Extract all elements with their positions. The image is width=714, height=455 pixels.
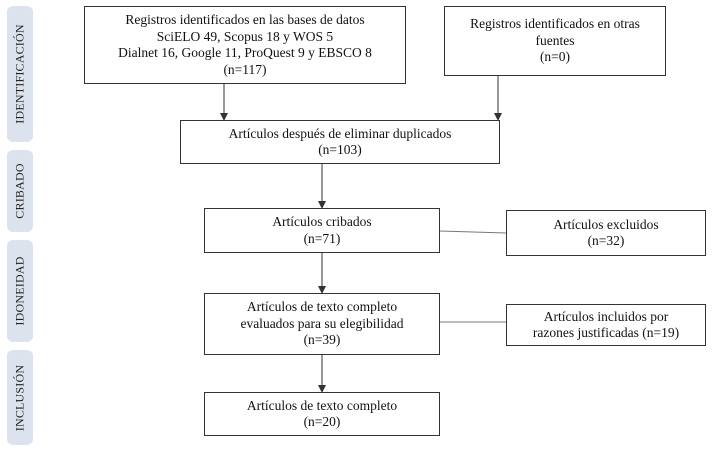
phase-inclusion: INCLUSIÓN	[7, 350, 33, 445]
box-included-justified-line-1: Artículos incluidos por	[543, 308, 669, 324]
box-fulltext-included: Artículos de texto completo (n=20)	[204, 392, 440, 436]
box-excluded-line-2: (n=32)	[587, 233, 625, 248]
box-other-sources: Registros identificados en otras fuentes…	[444, 6, 666, 76]
phase-identificacion: IDENTIFICACIÓN	[7, 6, 33, 142]
box-included-justified-line-2: razones justificadas (n=19)	[532, 325, 680, 340]
box-fulltext-included-line-1: Artículos de texto completo	[246, 397, 398, 413]
box-database-records: Registros identificados en las bases de …	[84, 6, 406, 84]
phase-cribado: CRIBADO	[7, 150, 33, 232]
box-fulltext-assessed: Artículos de texto completo evaluados pa…	[204, 293, 440, 355]
box-other-sources-line-3: (n=0)	[539, 49, 571, 65]
box-fulltext-assessed-line-2: evaluados para su elegibilidad	[240, 315, 404, 331]
box-other-sources-line-2: fuentes	[535, 32, 575, 48]
box-fulltext-assessed-line-1: Artículos de texto completo	[246, 299, 398, 315]
line-screened-to-excluded	[439, 230, 507, 234]
box-after-duplicates-line-1: Artículos después de eliminar duplicados	[228, 125, 452, 141]
box-fulltext-assessed-line-3: (n=39)	[303, 332, 341, 348]
box-database-records-line-1: Registros identificados en las bases de …	[125, 12, 365, 27]
box-screened-line-1: Artículos cribados	[272, 214, 372, 229]
box-screened: Artículos cribados (n=71)	[204, 208, 440, 253]
box-excluded: Artículos excluidos (n=32)	[506, 210, 706, 256]
box-database-records-line-2: SciELO 49, Scopus 18 y WOS 5	[156, 28, 334, 44]
box-database-records-line-3: Dialnet 16, Google 11, ProQuest 9 y EBSC…	[118, 45, 372, 60]
box-after-duplicates: Artículos después de eliminar duplicados…	[180, 120, 500, 164]
box-database-records-line-4: (n=117)	[223, 61, 267, 77]
box-screened-line-2: (n=71)	[303, 230, 341, 246]
box-after-duplicates-line-2: (n=103)	[318, 142, 362, 157]
box-fulltext-included-line-2: (n=20)	[303, 414, 341, 429]
box-included-justified: Artículos incluidos por razones justific…	[506, 304, 706, 346]
phase-idoneidad: IDONEIDAD	[7, 240, 33, 342]
box-other-sources-line-1: Registros identificados en otras	[470, 16, 640, 32]
box-excluded-line-1: Artículos excluidos	[553, 216, 659, 232]
